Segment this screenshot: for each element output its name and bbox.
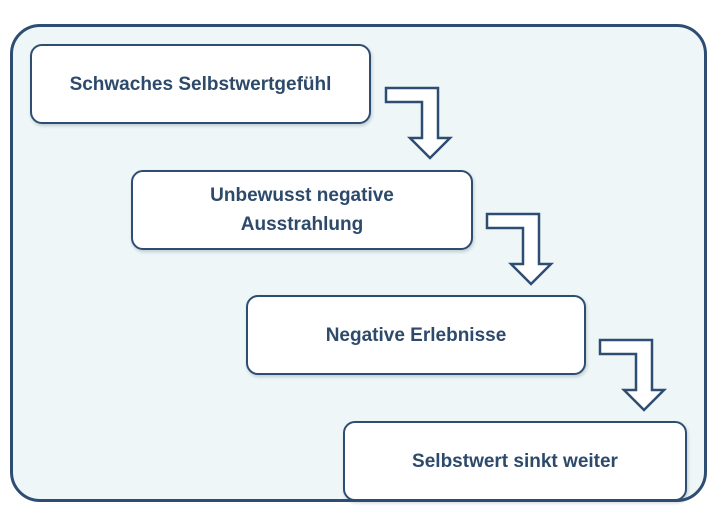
step-box-2: Unbewusst negative Ausstrahlung <box>131 170 473 250</box>
bent-arrow-1-icon <box>384 86 454 160</box>
bent-arrow-3-icon <box>598 338 668 412</box>
bent-arrow-2-icon <box>485 212 555 286</box>
step-box-3: Negative Erlebnisse <box>246 295 586 375</box>
step-box-1: Schwaches Selbstwertgefühl <box>30 44 371 124</box>
step-box-4: Selbstwert sinkt weiter <box>343 421 687 501</box>
